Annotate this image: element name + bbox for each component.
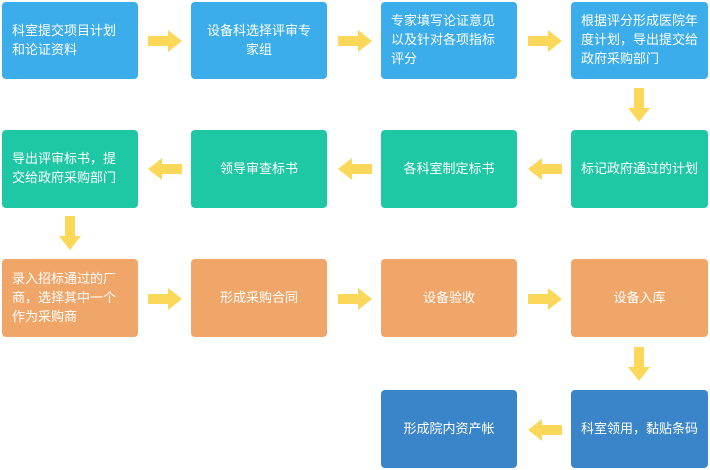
step-label: 科室提交项目计划和论证资料 <box>12 23 117 58</box>
step-enter-vendor: 录入招标通过的厂商，选择其中一个作为采购商 <box>2 259 138 337</box>
arrow-left-icon <box>528 158 562 180</box>
arrow-right-icon <box>338 30 372 52</box>
arrow-left-icon <box>528 419 562 441</box>
step-label: 设备入库 <box>613 290 666 306</box>
step-annual-plan: 根据评分形成医院年度计划，导出提交给政府采购部门 <box>571 2 708 79</box>
step-label: 设备验收 <box>422 290 475 306</box>
step-asset-ledger: 形成院内资产帐 <box>381 390 517 468</box>
arrow-left-icon <box>338 158 372 180</box>
step-contract: 形成采购合同 <box>191 259 327 337</box>
step-label: 设备科选择评审专家组 <box>206 23 311 58</box>
arrow-right-icon <box>148 30 182 52</box>
step-label: 根据评分形成医院年度计划，导出提交给政府采购部门 <box>581 14 699 67</box>
step-label: 标记政府通过的计划 <box>581 161 699 177</box>
step-label: 导出评审标书，提交给政府采购部门 <box>12 152 117 186</box>
arrow-right-icon <box>528 30 562 52</box>
step-label: 科室领用，黏贴条码 <box>581 421 699 437</box>
step-label: 录入招标通过的厂商，选择其中一个作为采购商 <box>12 271 117 325</box>
step-make-tender: 各科室制定标书 <box>381 130 517 208</box>
arrow-down-icon <box>628 347 650 381</box>
step-label: 各科室制定标书 <box>403 161 495 177</box>
step-label: 形成采购合同 <box>219 290 298 306</box>
step-expert-review: 专家填写论证意见以及针对各项指标评分 <box>381 2 517 79</box>
step-dept-receive: 科室领用，黏贴条码 <box>571 390 708 468</box>
step-select-experts: 设备科选择评审专家组 <box>191 2 327 79</box>
step-label: 专家填写论证意见以及针对各项指标评分 <box>391 14 496 67</box>
arrow-down-icon <box>628 88 650 122</box>
arrow-right-icon <box>338 288 372 310</box>
step-label: 领导审查标书 <box>219 161 298 177</box>
step-label: 形成院内资产帐 <box>403 421 495 437</box>
step-acceptance: 设备验收 <box>381 259 517 337</box>
step-warehousing: 设备入库 <box>571 259 708 337</box>
arrow-right-icon <box>148 288 182 310</box>
arrow-right-icon <box>528 288 562 310</box>
step-mark-approved: 标记政府通过的计划 <box>571 130 708 208</box>
step-export-tender: 导出评审标书，提交给政府采购部门 <box>2 130 138 208</box>
arrow-left-icon <box>148 158 182 180</box>
arrow-down-icon <box>59 216 81 250</box>
step-submit-plan: 科室提交项目计划和论证资料 <box>2 2 138 79</box>
step-leader-review: 领导审查标书 <box>191 130 327 208</box>
